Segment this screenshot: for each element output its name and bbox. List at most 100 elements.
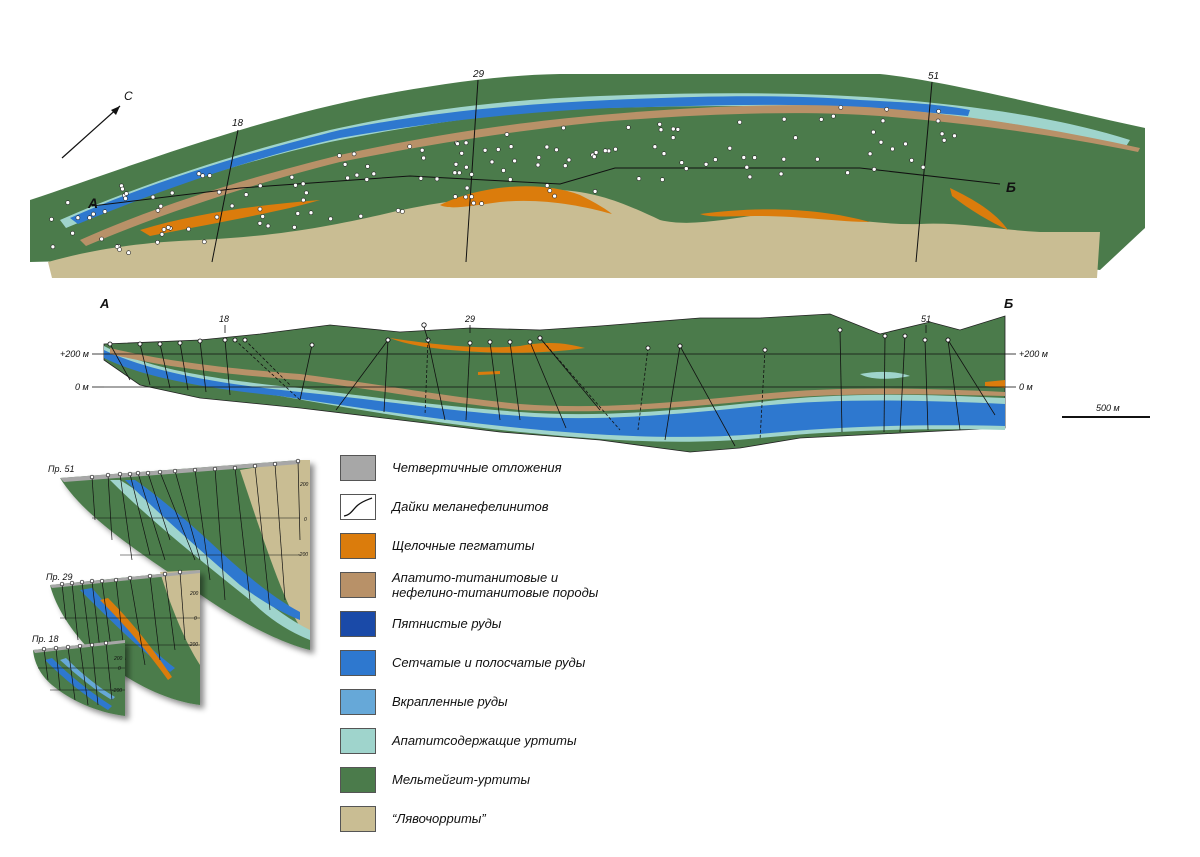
drill-hole-trace (539, 337, 621, 431)
drill-hole-marker (939, 131, 945, 137)
plan-orange-lens-2 (700, 209, 870, 222)
drill-hole-marker (602, 148, 608, 153)
drill-hole-marker (469, 194, 474, 199)
drill-hole-marker (214, 214, 220, 220)
drill-hole-trace (234, 467, 251, 601)
profile-51-detail: Пр. 51 200 0 -200 (48, 458, 310, 640)
drill-hole-marker (747, 174, 753, 180)
drill-hole-trace (637, 347, 649, 431)
drill-hole-marker (495, 147, 501, 152)
profile-29-label: Пр. 29 (46, 572, 73, 582)
section-elev-label-left-200: +200 м (60, 349, 89, 359)
drill-hole-marker (289, 174, 295, 180)
drill-hole-marker (544, 144, 550, 150)
drill-hole-marker (107, 341, 113, 347)
section-pegmatite-1 (390, 338, 585, 353)
drill-hole-marker (683, 166, 689, 171)
drill-hole-marker (727, 145, 733, 151)
drill-hole-marker (70, 230, 75, 236)
drill-hole-marker (395, 208, 401, 213)
drill-hole-marker (222, 337, 228, 343)
drill-hole-trace (81, 581, 91, 646)
drill-hole-marker (566, 157, 572, 163)
drill-hole-marker (507, 177, 513, 182)
drill-hole-marker (260, 214, 266, 219)
drill-hole-marker (512, 158, 517, 164)
drill-hole-trace (383, 339, 389, 413)
drill-hole-trace (509, 341, 521, 421)
drill-hole-marker (337, 153, 342, 158)
drill-hole-marker (216, 189, 222, 195)
drill-hole-marker (845, 170, 850, 175)
section-pale-lens (860, 371, 910, 379)
drill-hole-marker (293, 183, 298, 188)
legend-swatch (340, 533, 376, 559)
drill-hole-marker (103, 640, 109, 646)
drill-hole-marker (69, 580, 75, 586)
drill-hole-marker (793, 135, 798, 140)
section-start-label: А (99, 296, 109, 311)
drill-hole-trace (164, 573, 176, 651)
legend-label: Дайки меланефелинитов (392, 499, 549, 514)
legend-item-pegmatites: Щелочные пегматиты (340, 533, 760, 563)
section-profile-label-18: 18 (219, 314, 229, 324)
drill-hole-marker (117, 471, 123, 477)
drill-hole-trace (174, 470, 201, 561)
drill-hole-marker (815, 156, 820, 162)
drill-hole-marker (89, 578, 95, 584)
plan-profile-line-51 (915, 81, 933, 263)
drill-hole-marker (434, 176, 440, 182)
drill-hole-marker (871, 129, 876, 135)
drill-hole-marker (554, 147, 559, 153)
drill-hole-marker (272, 461, 278, 467)
plan-profile-label-51: 51 (928, 71, 939, 82)
legend-swatch (340, 455, 376, 481)
drill-hole-trace (899, 335, 906, 433)
legend-swatch (340, 611, 376, 637)
drill-hole-trace (529, 341, 567, 429)
drill-hole-trace (139, 343, 151, 386)
scale-bar-label: 500 м (1096, 403, 1120, 413)
section-profile-label-51: 51 (921, 314, 931, 324)
drill-hole-trace (489, 341, 501, 421)
drill-hole-marker (479, 201, 484, 206)
legend-item-quaternary: Четвертичные отложения (340, 455, 760, 485)
drill-hole-marker (157, 469, 163, 475)
legend-label: Апатитсодержащие уртиты (392, 733, 577, 748)
drill-hole-marker (65, 644, 71, 650)
drill-hole-marker (172, 468, 178, 474)
drill-hole-marker (304, 190, 309, 196)
legend-swatch (340, 494, 376, 520)
drill-hole-marker (903, 141, 908, 147)
drill-hole-trace (254, 465, 271, 611)
drill-hole-marker (645, 345, 651, 351)
drill-hole-trace (199, 340, 207, 393)
drill-hole-trace (129, 473, 151, 556)
drill-hole-marker (464, 185, 470, 191)
drill-hole-marker (818, 117, 824, 122)
drill-hole-marker (202, 239, 207, 245)
drill-hole-marker (365, 164, 370, 169)
drill-hole-marker (670, 126, 676, 132)
drill-hole-marker (99, 578, 105, 584)
drill-hole-marker (536, 155, 542, 160)
drill-hole-marker (838, 105, 844, 110)
drill-hole-marker (463, 194, 469, 200)
drill-hole-marker (169, 190, 175, 196)
svg-text:200: 200 (299, 482, 309, 488)
drill-hole-marker (952, 133, 957, 139)
drill-hole-marker (661, 151, 667, 156)
drill-hole-marker (212, 466, 218, 472)
drill-hole-marker (884, 107, 890, 112)
svg-text:200: 200 (189, 591, 199, 597)
drill-hole-marker (309, 342, 315, 348)
drill-hole-marker (385, 337, 391, 343)
drill-hole-marker (737, 119, 743, 125)
drill-hole-marker (922, 337, 928, 343)
plan-profile-line-29 (465, 79, 479, 263)
drill-hole-marker (242, 337, 248, 343)
section-drill-holes (107, 322, 996, 447)
drill-hole-marker (452, 194, 458, 199)
drill-hole-marker (229, 203, 235, 209)
drill-hole-marker (150, 194, 156, 200)
